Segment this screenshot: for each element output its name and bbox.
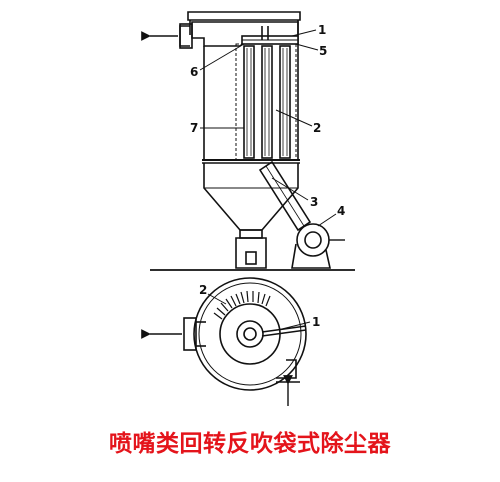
label-3-side: 3 [310, 195, 318, 209]
side-view-labels: 1 5 6 2 7 3 4 [190, 23, 345, 218]
side-view-leaders [199, 29, 337, 227]
top-view-plan [141, 277, 307, 406]
top-view-labels: 2 1 [199, 283, 320, 329]
outlet-duct [179, 25, 190, 47]
plan-outer-shell [193, 277, 307, 391]
label-5-side: 5 [319, 44, 327, 58]
label-6-side: 6 [190, 65, 198, 79]
label-2-side: 2 [313, 121, 321, 135]
label-4-side: 4 [337, 204, 345, 218]
label-2-top: 2 [199, 283, 207, 297]
side-view-elevation [141, 11, 355, 271]
top-view-leaders [207, 293, 311, 331]
label-1-side: 1 [318, 23, 326, 37]
bag-cage-outline [235, 43, 297, 161]
inlet-duct [258, 160, 312, 232]
label-7-side: 7 [190, 121, 198, 135]
figure-caption: 喷嘴类回转反吹袋式除尘器 [109, 431, 391, 457]
top-hood [187, 11, 301, 21]
fan-housing [296, 223, 330, 257]
dust-outlet [239, 229, 263, 239]
filter-bags [243, 45, 291, 159]
plan-center-hub [236, 320, 264, 348]
plan-filter-bags [213, 290, 271, 320]
plan-outlet-flange [183, 317, 197, 351]
hopper-cone [203, 163, 299, 231]
label-1-top: 1 [312, 315, 320, 329]
